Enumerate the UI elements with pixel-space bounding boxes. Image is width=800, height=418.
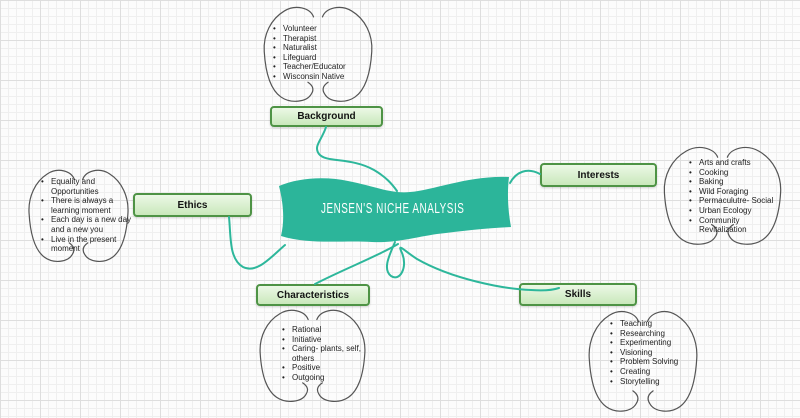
list-item: Arts and crafts [688, 158, 787, 168]
list-item: Problem Solving [609, 357, 689, 367]
list-item: Initiative [281, 335, 376, 345]
list-item: Baking [688, 177, 787, 187]
list-item: Teacher/Educator [272, 62, 364, 72]
list-item: Permaculutre- Social [688, 196, 787, 206]
list-item: Urban Ecology [688, 206, 787, 216]
list-item: Creating [609, 367, 689, 377]
ethics-notes[interactable]: Equality and OpportunitiesThere is alway… [40, 177, 135, 254]
node-characteristics-label: Characteristics [276, 289, 350, 301]
list-item: Outgoing [281, 373, 376, 383]
list-item: Volunteer [272, 24, 364, 34]
list-item: Researching [609, 329, 689, 339]
node-interests-label: Interests [577, 169, 620, 181]
node-background[interactable]: Background [270, 106, 383, 127]
list-item: Naturalist [272, 43, 364, 53]
central-topic-banner[interactable] [279, 176, 511, 243]
node-background-label: Background [297, 111, 356, 122]
list-item: Each day is a new day and a new you [40, 215, 135, 234]
list-item: There is always a learning moment [40, 196, 135, 215]
list-item: Experimenting [609, 338, 689, 348]
node-skills[interactable]: Skills [519, 283, 637, 306]
central-topic[interactable]: JENSEN'S NICHE ANALYSIS [288, 199, 498, 217]
list-item: Lifeguard [272, 53, 364, 63]
node-ethics-label: Ethics [177, 199, 208, 211]
list-item: Live in the present moment [40, 235, 135, 254]
background-notes[interactable]: VolunteerTherapistNaturalistLifeguardTea… [272, 24, 364, 82]
list-item: Rational [281, 325, 376, 335]
node-ethics[interactable]: Ethics [133, 193, 252, 217]
list-item: Equality and Opportunities [40, 177, 135, 196]
skills-notes[interactable]: TeachingResearchingExperimentingVisionin… [609, 319, 689, 386]
list-item: Therapist [272, 34, 364, 44]
list-item: Teaching [609, 319, 689, 329]
interests-notes[interactable]: Arts and craftsCookingBakingWild Foragin… [688, 158, 787, 235]
characteristics-notes[interactable]: RationalInitiativeCaring- plants, self, … [281, 325, 376, 383]
list-item: Positive [281, 363, 376, 373]
list-item: Wisconsin Native [272, 72, 364, 82]
node-characteristics[interactable]: Characteristics [256, 284, 370, 306]
list-item: Cooking [688, 168, 787, 178]
list-item: Wild Foraging [688, 187, 787, 197]
list-item: Caring- plants, self, others [281, 344, 376, 363]
list-item: Storytelling [609, 377, 689, 387]
node-interests[interactable]: Interests [540, 163, 657, 187]
central-topic-label: JENSEN'S NICHE ANALYSIS [321, 200, 465, 218]
list-item: Community Revitalization [688, 216, 787, 235]
node-skills-label: Skills [564, 289, 592, 300]
list-item: Visioning [609, 348, 689, 358]
